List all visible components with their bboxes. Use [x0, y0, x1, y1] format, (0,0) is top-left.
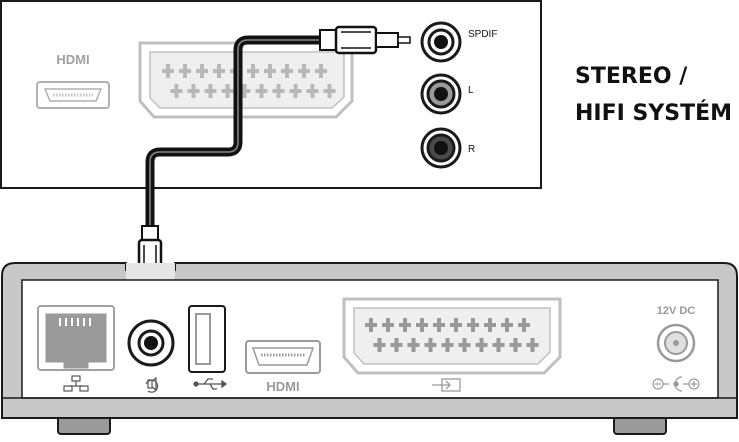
- dc-polarity-icon: [652, 376, 700, 392]
- scart-pin-bar: [441, 343, 454, 347]
- settop-hdmi-port: HDMI: [245, 340, 321, 394]
- scart-pin-bar: [162, 69, 174, 73]
- audio-output-icon: [145, 376, 159, 393]
- scart-pin-bar: [187, 89, 200, 93]
- title-line-2: HIFI SYSTÉM: [575, 101, 733, 126]
- scart-pin-bar: [390, 343, 403, 347]
- receiver-rca-spdif: SPDIF: [420, 21, 497, 63]
- scart-pin-bar: [238, 89, 251, 93]
- scart-pin-bar: [204, 89, 217, 93]
- scart-pin-bar: [272, 89, 285, 93]
- scart-pin-bar: [467, 323, 479, 327]
- audio-out-port: [127, 319, 175, 393]
- receiver-scart-port: [138, 41, 354, 119]
- scart-pin-bar: [323, 89, 336, 93]
- right-channel-label: R: [468, 144, 475, 155]
- scart-pin-bar: [424, 343, 437, 347]
- scart-pin-bar: [407, 343, 420, 347]
- scart-icon: [432, 378, 461, 392]
- scart-pin-bar: [298, 69, 310, 73]
- scart-pin-bar: [526, 343, 539, 347]
- settop-box-back-panel: HDMI 12V DC: [1, 262, 738, 435]
- scart-pin-bar: [196, 69, 208, 73]
- settop-scart-port: [342, 297, 562, 392]
- scart-pin-bar: [518, 323, 530, 327]
- receiver-rca-right: R: [420, 127, 475, 169]
- spdif-label: SPDIF: [468, 29, 497, 40]
- scart-pin-bar: [509, 343, 522, 347]
- receiver-hdmi-label: HDMI: [56, 52, 89, 67]
- scart-pin-bar: [170, 89, 183, 93]
- title-line-1: STEREO /: [575, 64, 688, 89]
- receiver-hdmi-port: HDMI: [36, 52, 110, 109]
- scart-pin-bar: [399, 323, 411, 327]
- scart-pin-bar: [179, 69, 191, 73]
- cable-plug-top: [319, 25, 411, 55]
- scart-pin-bar: [373, 343, 386, 347]
- scart-pin-bar: [289, 89, 302, 93]
- ethernet-port: [37, 305, 115, 392]
- ethernet-icon: [63, 375, 89, 392]
- settop-hdmi-label: HDMI: [266, 379, 299, 394]
- scart-pin-bar: [382, 323, 394, 327]
- usb-icon: [193, 378, 228, 390]
- scart-pin-bar: [475, 343, 488, 347]
- scart-pin-bar: [433, 323, 445, 327]
- scart-pin-bar: [247, 69, 259, 73]
- dc-power-port: 12V DC: [652, 305, 700, 392]
- scart-pin-bar: [450, 323, 462, 327]
- left-channel-label: L: [468, 85, 474, 96]
- scart-pin-bar: [315, 69, 327, 73]
- scart-pin-bar: [492, 343, 505, 347]
- power-label: 12V DC: [657, 305, 696, 317]
- scart-pin-bar: [213, 69, 225, 73]
- scart-pin-bar: [501, 323, 513, 327]
- scart-pin-bar: [484, 323, 496, 327]
- receiver-rca-left: L: [420, 73, 474, 115]
- scart-pin-bar: [255, 89, 268, 93]
- scart-pin-bar: [264, 69, 276, 73]
- scart-pin-bar: [416, 323, 428, 327]
- receiver-back-panel: HDMI SPDIF L R: [0, 0, 542, 189]
- scart-pin-bar: [221, 89, 234, 93]
- scart-pin-bar: [306, 89, 319, 93]
- scart-pin-bar: [365, 323, 377, 327]
- scart-pin-bar: [458, 343, 471, 347]
- scart-pin-bar: [281, 69, 293, 73]
- usb-port: [188, 305, 228, 390]
